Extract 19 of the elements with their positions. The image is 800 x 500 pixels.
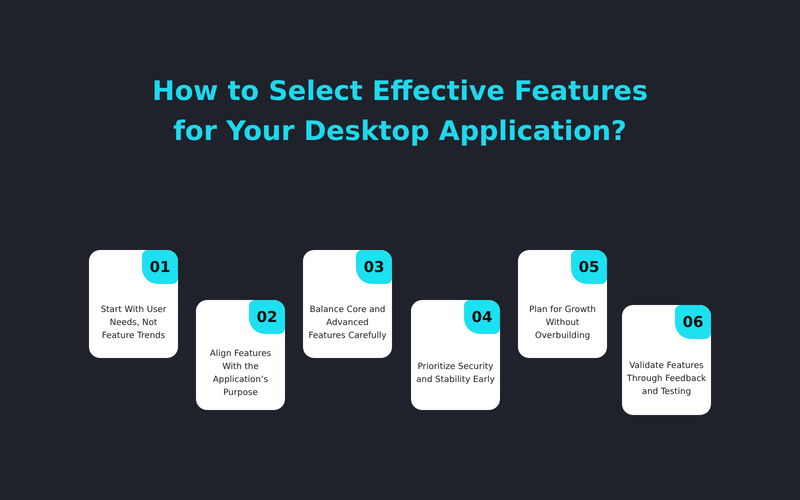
- step-card: [303, 250, 392, 358]
- step-card: [518, 250, 607, 358]
- step-text: Start With User Needs, Not Feature Trends: [100, 304, 168, 342]
- step-number-badge: 04: [464, 300, 500, 334]
- step-card: [196, 300, 285, 410]
- step-card: [89, 250, 178, 358]
- step-number-badge: 03: [356, 250, 392, 284]
- step-text: Balance Core and Advanced Features Carefully: [308, 304, 388, 342]
- step-text: Prioritize Security and Stability Early: [415, 361, 496, 387]
- title: How to Select Effective Features for Your Desktop Application?: [151, 75, 649, 149]
- step-card: [411, 300, 500, 410]
- step-text: Align Features With the Application’s Purpose: [208, 348, 272, 400]
- step-number-badge: 06: [675, 305, 711, 339]
- step-card: [622, 305, 711, 415]
- step-number-badge: 02: [249, 300, 285, 334]
- step-text: Validate Features Through Feedback and Testing: [626, 360, 707, 398]
- step-text: Plan for Growth Without Overbuilding: [528, 304, 597, 342]
- step-number-badge: 01: [142, 250, 178, 284]
- step-number-badge: 05: [571, 250, 607, 284]
